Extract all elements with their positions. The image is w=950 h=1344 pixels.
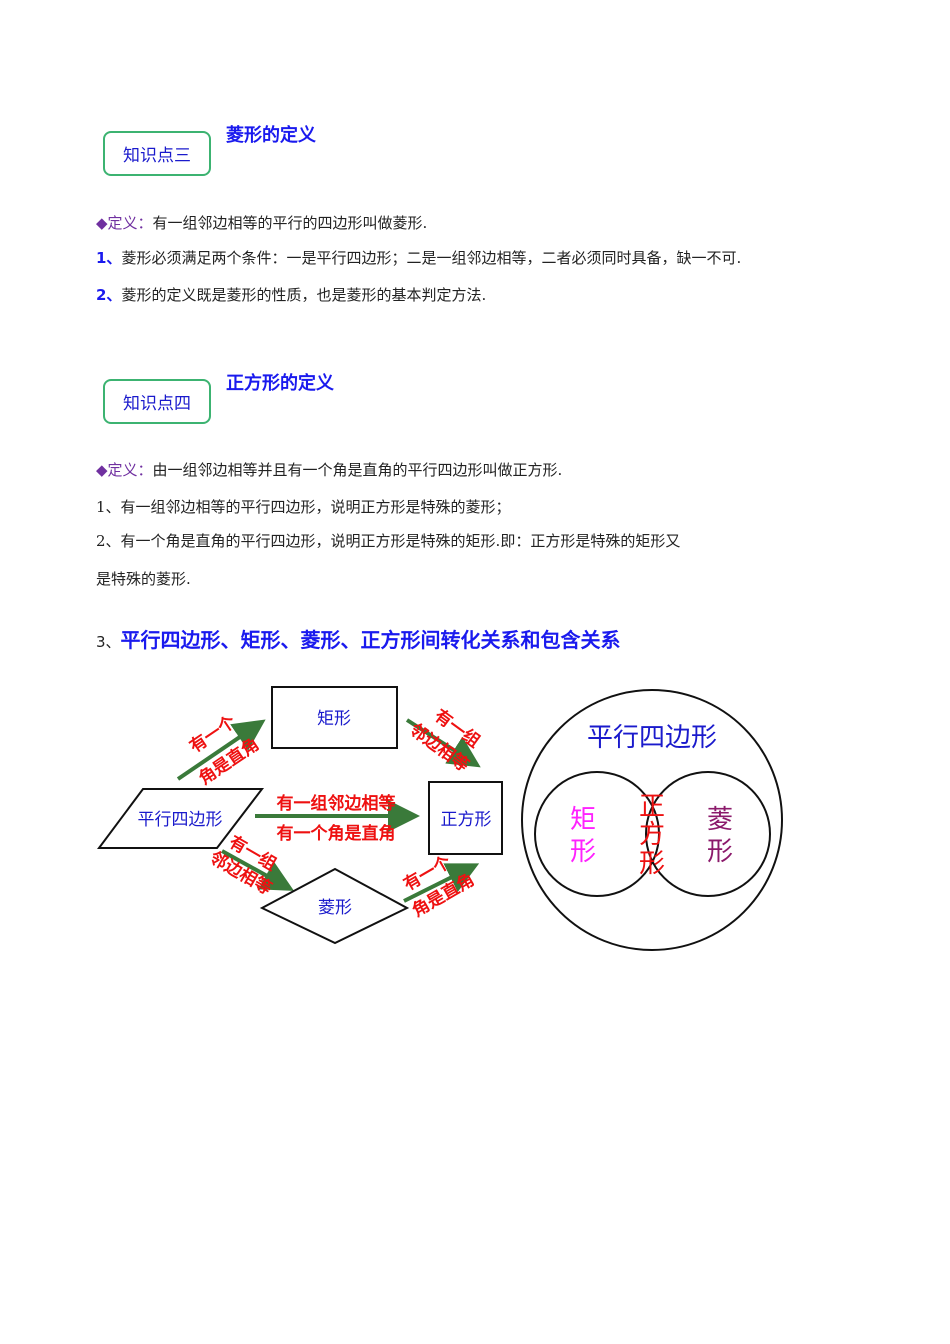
- definition-label: ◆定义：: [96, 461, 153, 479]
- venn-outer-label: 平行四边形: [587, 723, 717, 753]
- rhombus-label: 菱形: [318, 898, 352, 918]
- list-item: 1、有一组邻边相等的平行四边形，说明正方形是特殊的菱形；: [96, 498, 511, 516]
- venn-outer-circle: [521, 689, 783, 951]
- parallelogram-node: [97, 788, 265, 849]
- arrow-p-to-rect: [176, 719, 266, 781]
- section-badge: 知识点三: [103, 131, 211, 176]
- list-item: 2、有一个角是直角的平行四边形，说明正方形是特殊的矩形.即：正方形是特殊的矩形又: [96, 532, 681, 550]
- venn-center-label: 形: [639, 849, 665, 879]
- rectangle-node: [271, 686, 398, 749]
- venn-left-label: 形: [570, 837, 596, 867]
- definition-text: 由一组邻边相等并且有一个角是直角的平行四边形叫做正方形.: [152, 461, 563, 479]
- condition-label: 有一个角是直角: [277, 823, 396, 844]
- arrow-rect-to-square: [405, 718, 481, 768]
- item-number: 1、: [96, 249, 122, 267]
- rhombus-node: [259, 867, 410, 945]
- item-text: 菱形的定义既是菱形的性质，也是菱形的基本判定方法.: [121, 286, 487, 304]
- arrow-rhombus-to-square: [403, 863, 480, 903]
- section-badge: 知识点四: [103, 379, 211, 424]
- definition: ◆定义：有一组邻边相等的平行的四边形叫做菱形.: [96, 212, 427, 233]
- venn-left-circle: [534, 771, 660, 897]
- condition-label: 有一组邻边相等: [277, 793, 396, 814]
- venn-center-label: 正: [639, 792, 665, 822]
- item-number: 2、: [96, 286, 122, 304]
- venn-right-label: 形: [707, 837, 733, 867]
- heading: 3、平行四边形、矩形、菱形、正方形间转化关系和包含关系: [96, 624, 621, 653]
- definition-text: 有一组邻边相等的平行的四边形叫做菱形.: [152, 214, 428, 232]
- list-item: 2、菱形的定义既是菱形的性质，也是菱形的基本判定方法.: [96, 284, 486, 305]
- arrow-p-to-rhombus: [221, 849, 294, 891]
- section-title: 正方形的定义: [226, 373, 334, 394]
- square-node: [428, 781, 503, 855]
- venn-right-circle: [645, 771, 771, 897]
- section-title: 菱形的定义: [226, 125, 316, 146]
- list-item: 是特殊的菱形.: [96, 570, 191, 588]
- rectangle-label: 矩形: [317, 709, 351, 729]
- venn-left-label: 矩: [570, 805, 596, 835]
- parallelogram-label: 平行四边形: [138, 810, 223, 830]
- definition-label: ◆定义：: [96, 214, 153, 232]
- heading-prefix: 3、: [96, 633, 121, 651]
- item-text: 菱形必须满足两个条件：一是平行四边形；二是一组邻边相等，二者必须同时具备，缺一不…: [121, 249, 742, 267]
- list-item: 1、菱形必须满足两个条件：一是平行四边形；二是一组邻边相等，二者必须同时具备，缺…: [96, 247, 741, 268]
- square-label: 正方形: [441, 810, 492, 830]
- venn-center-label: 方: [639, 820, 665, 850]
- heading-text: 平行四边形、矩形、菱形、正方形间转化关系和包含关系: [120, 628, 621, 652]
- definition: ◆定义：由一组邻边相等并且有一个角是直角的平行四边形叫做正方形.: [96, 459, 562, 480]
- venn-right-label: 菱: [707, 805, 733, 835]
